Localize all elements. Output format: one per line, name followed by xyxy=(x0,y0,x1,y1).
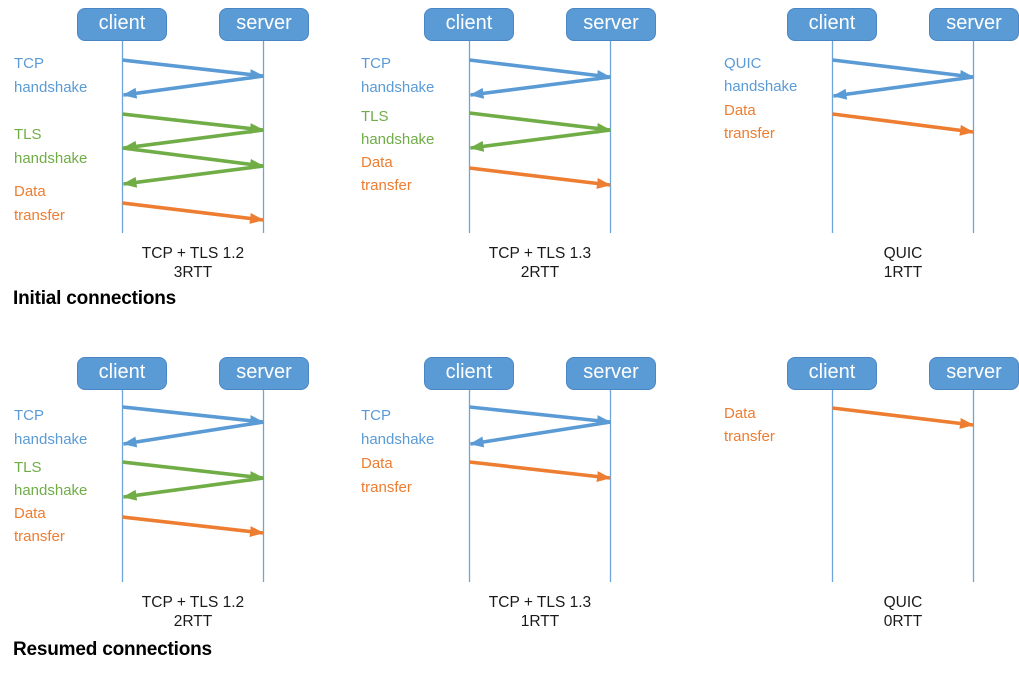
phase-label: TLS xyxy=(14,459,42,476)
arrow-blue-server-to-client xyxy=(832,75,974,100)
server-box: server xyxy=(566,8,656,41)
caption-rtt: 2RTT xyxy=(520,264,560,281)
arrow-blue-server-to-client xyxy=(122,420,264,448)
phase-label: handshake xyxy=(14,431,88,448)
phase-label: transfer xyxy=(724,125,775,142)
phase-label: handshake xyxy=(14,482,88,499)
client-box: client xyxy=(424,8,514,41)
arrow-orange-client-to-server xyxy=(469,166,611,189)
arrow-orange-client-to-server xyxy=(469,460,611,482)
arrow-green-server-to-client xyxy=(469,128,611,152)
arrow-orange-client-to-server xyxy=(832,112,974,136)
caption-protocol: TCP + TLS 1.3 xyxy=(488,594,592,611)
arrow-blue-server-to-client xyxy=(122,74,264,99)
arrow-blue-client-to-server xyxy=(469,58,611,81)
client-box: client xyxy=(77,8,167,41)
phase-label: handshake xyxy=(724,78,798,95)
arrow-blue-client-to-server xyxy=(832,58,974,81)
caption-protocol: TCP + TLS 1.3 xyxy=(488,245,592,262)
arrow-orange-client-to-server xyxy=(832,406,974,429)
arrow-green-client-to-server xyxy=(122,112,264,134)
client-box: client xyxy=(77,357,167,390)
client-box: client xyxy=(424,357,514,390)
message-arrows-initial-tcp-tls-1-3 xyxy=(468,40,612,233)
phase-label: TCP xyxy=(14,407,44,424)
caption-rtt: 1RTT xyxy=(883,264,923,281)
phase-label: TCP xyxy=(361,407,391,424)
server-box: server xyxy=(219,357,309,390)
phase-label: transfer xyxy=(14,207,65,224)
message-arrows-resumed-tcp-tls-1-3 xyxy=(468,389,612,582)
phase-label: transfer xyxy=(361,479,412,496)
arrow-green-client-to-server xyxy=(469,111,611,134)
server-box: server xyxy=(929,357,1019,390)
phase-label: Data xyxy=(724,102,756,119)
phase-label: handshake xyxy=(361,79,435,96)
message-arrows-resumed-tcp-tls-1-2 xyxy=(121,389,265,582)
phase-label: TLS xyxy=(14,126,42,143)
arrow-blue-server-to-client xyxy=(469,75,611,99)
phase-label: handshake xyxy=(14,150,88,167)
phase-label: transfer xyxy=(724,428,775,445)
arrow-blue-client-to-server xyxy=(122,58,264,80)
phase-label: Data xyxy=(361,455,393,472)
caption-protocol: QUIC xyxy=(883,245,923,262)
caption-rtt: 1RTT xyxy=(520,613,560,630)
section-heading-initial: Initial connections xyxy=(13,288,176,309)
arrow-green-server-to-client xyxy=(122,128,264,152)
arrow-blue-client-to-server xyxy=(469,405,611,427)
client-box: client xyxy=(787,8,877,41)
phase-label: handshake xyxy=(361,131,435,148)
section-heading-resumed: Resumed connections xyxy=(13,639,212,660)
caption-protocol: TCP + TLS 1.2 xyxy=(141,594,245,611)
message-arrows-initial-quic xyxy=(831,40,975,233)
phase-label: QUIC xyxy=(724,55,762,72)
arrow-orange-client-to-server xyxy=(122,201,264,224)
phase-label: TCP xyxy=(361,55,391,72)
phase-label: handshake xyxy=(361,431,435,448)
phase-label: TLS xyxy=(361,108,389,125)
message-arrows-resumed-quic xyxy=(831,389,975,582)
phase-label: TCP xyxy=(14,55,44,72)
arrow-green-server-to-client xyxy=(122,164,264,188)
caption-protocol: QUIC xyxy=(883,594,923,611)
caption-rtt: 0RTT xyxy=(883,613,923,630)
caption-rtt: 2RTT xyxy=(173,613,213,630)
arrow-green-client-to-server xyxy=(122,460,264,482)
caption-rtt: 3RTT xyxy=(173,264,213,281)
phase-label: Data xyxy=(14,183,46,200)
arrow-blue-server-to-client xyxy=(469,420,611,448)
phase-label: transfer xyxy=(361,177,412,194)
caption-protocol: TCP + TLS 1.2 xyxy=(141,245,245,262)
server-box: server xyxy=(929,8,1019,41)
server-box: server xyxy=(219,8,309,41)
arrow-orange-client-to-server xyxy=(122,515,264,537)
message-arrows-initial-tcp-tls-1-2 xyxy=(121,40,265,233)
phase-label: Data xyxy=(14,505,46,522)
client-box: client xyxy=(787,357,877,390)
arrow-green-server-to-client xyxy=(122,476,264,501)
phase-label: Data xyxy=(361,154,393,171)
server-box: server xyxy=(566,357,656,390)
phase-label: Data xyxy=(724,405,756,422)
phase-label: transfer xyxy=(14,528,65,545)
arrow-blue-client-to-server xyxy=(122,405,264,427)
arrow-green-client-to-server xyxy=(122,146,264,170)
phase-label: handshake xyxy=(14,79,88,96)
